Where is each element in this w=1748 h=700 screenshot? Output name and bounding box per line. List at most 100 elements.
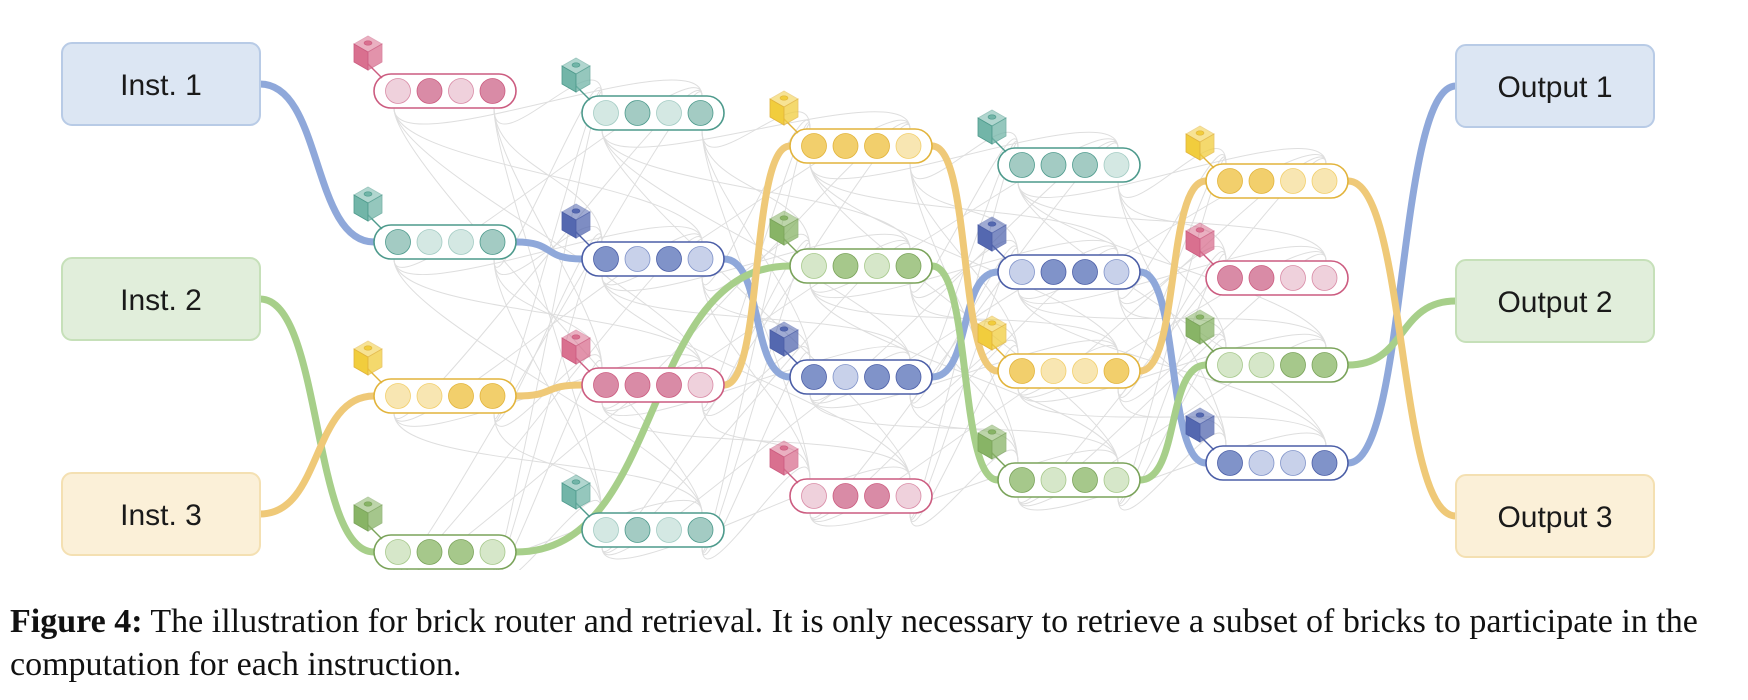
input-label: Inst. 3 — [120, 499, 202, 532]
brick-neuron — [656, 100, 682, 126]
cube-stud — [363, 40, 373, 46]
route-segment-green — [928, 262, 1002, 484]
brick-neuron — [687, 246, 714, 272]
brick-neuron — [1009, 259, 1035, 285]
figure-caption: Figure 4: The illustration for brick rou… — [10, 600, 1735, 686]
candidate-link — [1117, 432, 1227, 511]
brick-neuron — [1040, 259, 1067, 285]
brick-neuron — [624, 372, 651, 398]
brick-neuron — [593, 517, 619, 543]
brick-neuron — [864, 253, 890, 279]
output-label: Output 3 — [1497, 501, 1612, 534]
brick-neuron — [1280, 265, 1306, 291]
brick-capsule — [373, 534, 517, 570]
brick-neuron — [416, 383, 443, 409]
brick-neuron — [1009, 152, 1035, 178]
brick-neuron — [1311, 168, 1338, 194]
candidate-link — [1117, 181, 1227, 447]
candidate-link — [701, 275, 811, 480]
brick-capsule — [581, 241, 725, 277]
candidate-link — [701, 401, 811, 480]
output-label: Output 2 — [1497, 286, 1612, 319]
route-segment-blue — [512, 238, 586, 263]
brick-neuron — [1311, 352, 1338, 378]
brick-y3 — [769, 90, 933, 164]
brick-neuron — [448, 229, 474, 255]
brick-neuron — [864, 133, 890, 159]
route-segment-green — [256, 295, 378, 556]
brick-capsule — [997, 254, 1141, 290]
brick-y1 — [353, 340, 517, 414]
route-segment-blue — [928, 268, 1002, 381]
brick-neuron — [448, 78, 474, 104]
brick-y5 — [1185, 125, 1349, 199]
candidate-link — [1117, 181, 1227, 262]
brick-capsule — [581, 512, 725, 548]
brick-capsule — [373, 378, 517, 414]
output-label: Output 1 — [1497, 71, 1612, 104]
brick-neuron — [385, 78, 411, 104]
output-box-3: Output 3 — [1455, 474, 1655, 558]
brick-neuron — [656, 246, 682, 272]
brick-capsule — [581, 367, 725, 403]
brick-p1 — [353, 35, 517, 109]
input-label: Inst. 2 — [120, 284, 202, 317]
cube-stud — [571, 479, 581, 485]
brick-capsule — [997, 147, 1141, 183]
brick-neuron — [656, 372, 682, 398]
brick-router-diagram: Inst. 1 Inst. 2 Inst. 3 Output 1 Output 2 Out… — [61, 35, 1655, 570]
brick-capsule — [581, 95, 725, 131]
candidate-link — [493, 79, 603, 125]
brick-neuron — [832, 133, 859, 159]
cube-stud — [1195, 130, 1205, 136]
brick-capsule — [789, 128, 933, 164]
brick-neuron — [1009, 358, 1035, 384]
cube-stud — [571, 334, 581, 340]
brick-neuron — [1072, 259, 1098, 285]
caption-text: The illustration for brick router and re… — [10, 603, 1698, 683]
candidate-link — [1117, 288, 1227, 349]
brick-neuron — [1103, 259, 1130, 285]
candidate-link — [909, 393, 1019, 464]
brick-b5 — [1185, 407, 1349, 481]
route-segment-blue — [720, 255, 794, 381]
output-box-bg — [1455, 259, 1655, 343]
candidate-link — [493, 107, 603, 243]
brick-neuron — [624, 100, 651, 126]
cube-stud — [987, 320, 997, 326]
brick-neuron — [479, 383, 506, 409]
brick-neuron — [864, 483, 890, 509]
brick-neuron — [801, 253, 827, 279]
candidate-link — [909, 162, 1019, 256]
brick-neuron — [416, 78, 443, 104]
candidate-link — [701, 345, 811, 417]
brick-neuron — [1072, 152, 1098, 178]
brick-neuron — [1072, 467, 1098, 493]
brick-neuron — [895, 364, 922, 390]
brick-neuron — [624, 517, 651, 543]
cube-stud — [779, 445, 789, 451]
brick-neuron — [1280, 450, 1306, 476]
brick-neuron — [1280, 168, 1306, 194]
candidate-link — [909, 131, 1019, 180]
input-box-3: Inst. 3 — [61, 472, 261, 556]
brick-b2 — [561, 203, 725, 277]
brick-neuron — [1248, 352, 1275, 378]
brick-neuron — [385, 539, 411, 565]
input-box-bg — [61, 472, 261, 556]
brick-neuron — [801, 364, 827, 390]
cube-stud — [779, 326, 789, 332]
candidate-link — [1117, 251, 1227, 398]
brick-neuron — [1248, 168, 1275, 194]
brick-p3 — [769, 440, 933, 514]
candidate-link — [493, 360, 603, 570]
cube-stud — [987, 429, 997, 435]
io-boxes: Inst. 1 Inst. 2 Inst. 3 Output 1 Output 2 Out… — [61, 42, 1655, 558]
cube-stud — [571, 208, 581, 214]
route-segment-green — [1136, 361, 1210, 484]
brick-capsule — [373, 224, 517, 260]
cube-stud — [363, 345, 373, 351]
brick-p2 — [561, 329, 725, 403]
input-label: Inst. 1 — [120, 69, 202, 102]
candidate-link — [1117, 154, 1227, 299]
